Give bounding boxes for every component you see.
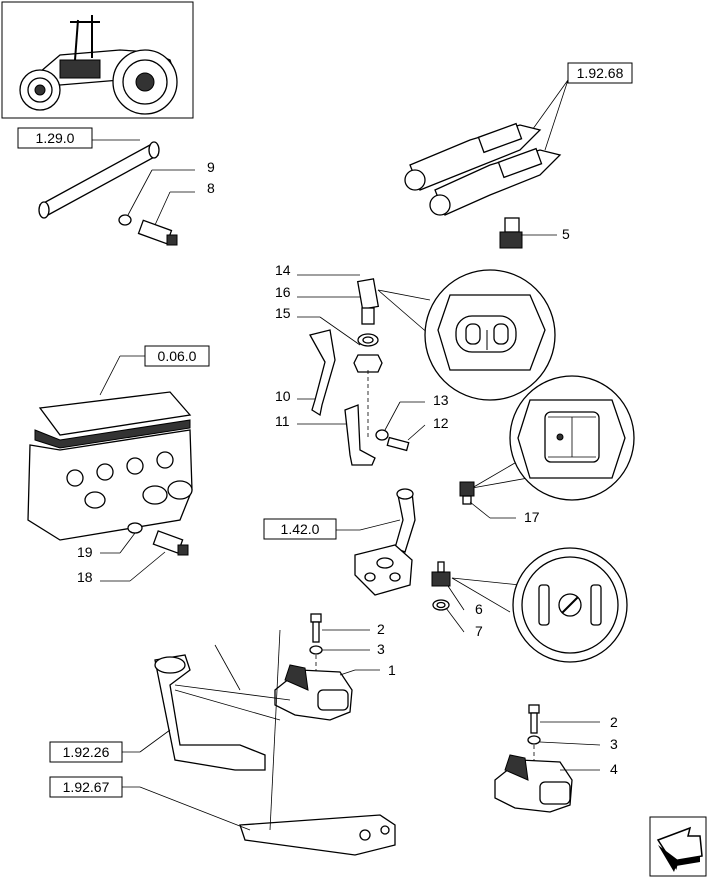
detail-view-connector-6 bbox=[512, 547, 628, 663]
ref-label-1-92-67: 1.92.67 bbox=[63, 779, 110, 795]
pipe-assembly: 1.42.0 bbox=[263, 488, 416, 596]
part-number-15: 15 bbox=[275, 305, 291, 321]
brake-switch-assembly-4: 2 3 4 bbox=[494, 704, 618, 813]
part-number-12: 12 bbox=[433, 415, 449, 431]
part-number-2-upper: 2 bbox=[377, 621, 385, 637]
detail-view-connector-14 bbox=[377, 269, 556, 401]
master-cylinder-assembly: 1.92.68 bbox=[404, 62, 633, 216]
switch-6-7: 6 7 bbox=[431, 561, 521, 639]
part-number-7: 7 bbox=[475, 623, 483, 639]
part-number-9: 9 bbox=[207, 159, 215, 175]
ref-label-1-92-26: 1.92.26 bbox=[63, 744, 110, 760]
part-number-4: 4 bbox=[610, 761, 618, 777]
next-page-arrow-icon[interactable] bbox=[649, 816, 707, 877]
ref-box-1-29-0 bbox=[17, 127, 93, 149]
part-number-3-lower: 3 bbox=[610, 736, 618, 752]
part-number-2-lower: 2 bbox=[610, 714, 618, 730]
ref-label-1-92-68: 1.92.68 bbox=[577, 65, 624, 81]
part-number-16: 16 bbox=[275, 284, 291, 300]
ref-label-1-42-0: 1.42.0 bbox=[281, 521, 320, 537]
part-number-18: 18 bbox=[77, 569, 93, 585]
switch-bracket-assembly: 14 16 15 10 11 13 12 bbox=[275, 262, 449, 466]
pressure-switch-5: 5 bbox=[499, 217, 570, 249]
ref-box-1-42-0 bbox=[263, 518, 337, 540]
part-number-17: 17 bbox=[524, 509, 540, 525]
pedal-assembly: 1.92.26 1.92.67 bbox=[49, 629, 396, 856]
switch-17: 17 bbox=[459, 481, 540, 525]
part-number-13: 13 bbox=[433, 392, 449, 408]
tractor-thumbnail-icon bbox=[1, 1, 194, 119]
part-number-14: 14 bbox=[275, 262, 291, 278]
part-number-1: 1 bbox=[388, 662, 396, 678]
part-number-6: 6 bbox=[475, 601, 483, 617]
part-number-19: 19 bbox=[77, 544, 93, 560]
detail-view-connector-17 bbox=[471, 375, 635, 501]
part-number-11: 11 bbox=[275, 413, 290, 429]
part-number-8: 8 bbox=[207, 180, 215, 196]
part-number-5: 5 bbox=[562, 226, 570, 242]
engine-block: 0.06.0 19 18 bbox=[27, 345, 210, 585]
part-number-3-upper: 3 bbox=[377, 641, 385, 657]
ref-box-1-92-68 bbox=[567, 62, 633, 84]
shaft-assembly: 1.29.0 9 8 bbox=[17, 127, 215, 246]
ref-label-1-29-0: 1.29.0 bbox=[36, 130, 75, 146]
ref-label-0-06-0: 0.06.0 bbox=[158, 348, 197, 364]
brake-switch-assembly-1: 2 3 1 bbox=[274, 613, 396, 721]
part-number-10: 10 bbox=[275, 388, 291, 404]
